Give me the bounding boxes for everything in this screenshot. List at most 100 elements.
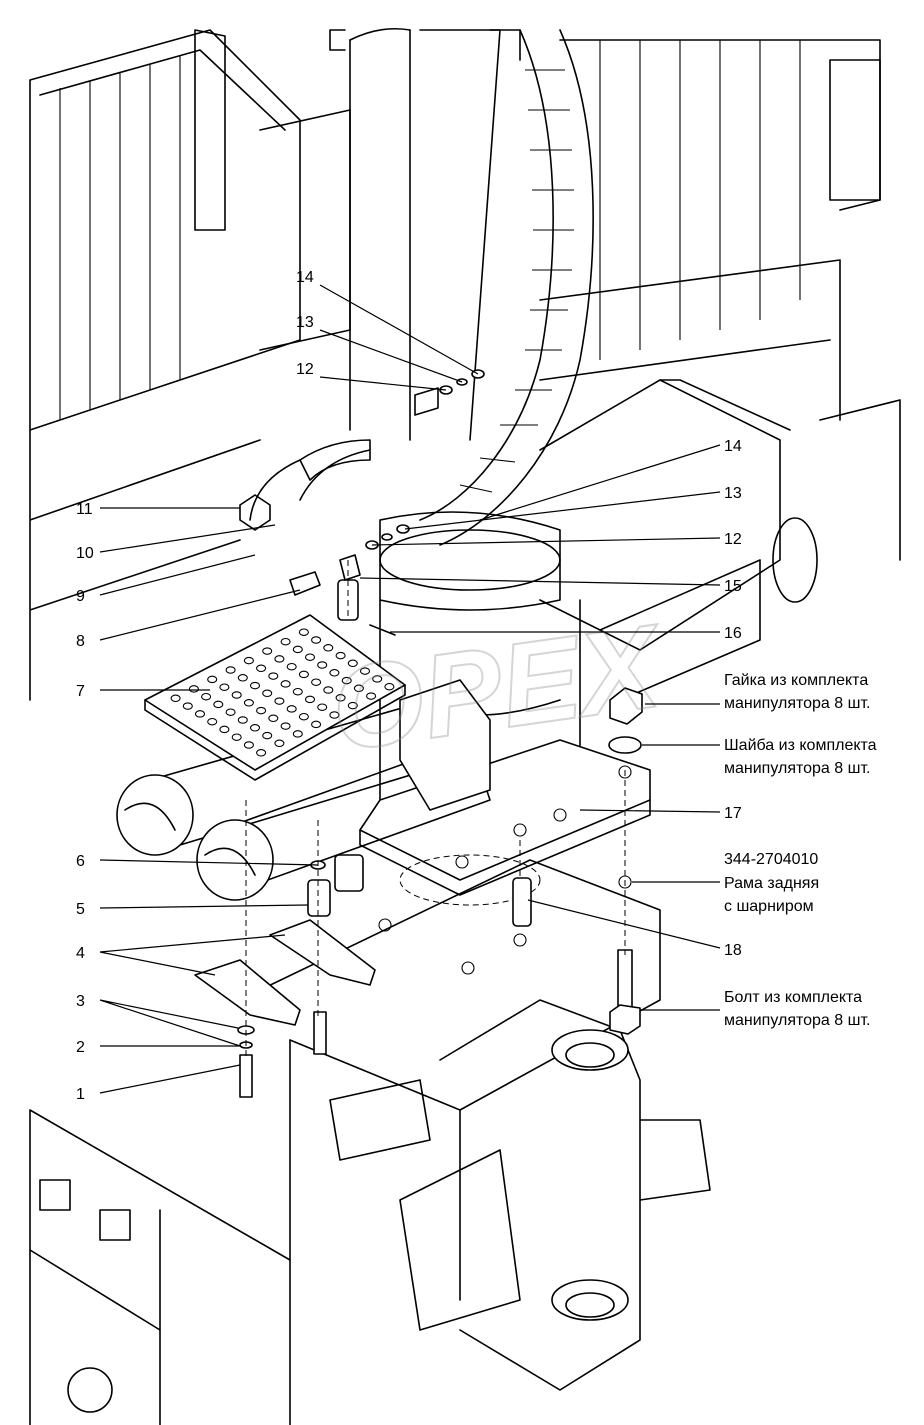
platform-hole bbox=[256, 706, 267, 715]
platform-hole bbox=[207, 675, 218, 684]
platform-hole bbox=[256, 749, 267, 757]
cable-drag-chain bbox=[419, 29, 594, 546]
callout-1: 1 bbox=[76, 1086, 85, 1103]
platform-hole bbox=[292, 730, 303, 738]
callout-3: 3 bbox=[76, 993, 85, 1010]
platform-hole bbox=[262, 689, 273, 698]
nut-note-line1: Гайка из комплекта bbox=[724, 672, 868, 689]
platform-hole bbox=[286, 662, 297, 671]
platform-hole bbox=[359, 667, 371, 675]
platform-hole bbox=[274, 739, 285, 748]
platform-hole bbox=[274, 697, 285, 705]
callout-4: 4 bbox=[76, 945, 85, 962]
platform-hole bbox=[304, 653, 316, 661]
platform-hole bbox=[317, 703, 328, 711]
callout-18: 18 bbox=[724, 942, 742, 959]
bolt-note-line1: Болт из комплекта bbox=[724, 989, 862, 1006]
callout-2: 2 bbox=[76, 1039, 85, 1056]
hydraulic-cylinders bbox=[116, 679, 491, 901]
platform-hole bbox=[335, 694, 346, 702]
callout-12-top: 12 bbox=[296, 361, 314, 378]
platform-hole bbox=[298, 712, 309, 721]
platform-hole bbox=[329, 669, 340, 677]
callout-6: 6 bbox=[76, 853, 85, 870]
slewing-motor-housing bbox=[539, 379, 818, 701]
frame-note-line1: Рама задняя bbox=[724, 875, 819, 892]
rear-frame-with-hinge bbox=[29, 854, 661, 1425]
platform-hole bbox=[335, 651, 346, 660]
platform-hole bbox=[323, 644, 334, 652]
callout-11: 11 bbox=[76, 501, 93, 518]
callouts-right: 14 13 12 15 16 Гайка из комплекта манипу… bbox=[724, 438, 877, 1029]
callout-14-top: 14 bbox=[296, 269, 314, 286]
platform-hole bbox=[292, 645, 303, 654]
platform-hole bbox=[231, 733, 242, 741]
callout-8: 8 bbox=[76, 633, 85, 650]
callout-12-right: 12 bbox=[724, 531, 742, 548]
platform-hole bbox=[249, 724, 261, 732]
platform-hole bbox=[243, 699, 254, 707]
platform-hole bbox=[225, 666, 236, 674]
platform-hole bbox=[182, 702, 193, 710]
callout-10: 10 bbox=[76, 545, 94, 562]
frame-note-line2: с шарниром bbox=[724, 898, 814, 915]
callout-13-right: 13 bbox=[724, 485, 742, 502]
callouts-left: 14 13 12 11 10 9 8 7 6 5 4 3 2 1 bbox=[76, 269, 314, 1103]
platform-hole bbox=[304, 695, 316, 704]
leader-lines bbox=[99, 284, 721, 1094]
platform-hole bbox=[207, 717, 218, 726]
bolt-note-line2: манипулятора 8 шт. bbox=[724, 1012, 870, 1029]
platform-hole bbox=[237, 674, 248, 682]
platform-hole bbox=[323, 686, 334, 694]
callout-9: 9 bbox=[76, 588, 85, 605]
platform-hole bbox=[249, 681, 261, 690]
platform-hole bbox=[298, 670, 309, 679]
platform-hole bbox=[280, 637, 291, 646]
base-flange-plate bbox=[359, 739, 651, 896]
callout-5: 5 bbox=[76, 901, 85, 918]
platform-hole bbox=[243, 656, 254, 665]
cab-railings bbox=[29, 29, 901, 701]
platform-hole bbox=[237, 716, 248, 724]
platform-hole bbox=[262, 647, 273, 655]
platform-hole bbox=[311, 720, 322, 729]
platform-hole bbox=[225, 708, 236, 716]
hinge-knuckle bbox=[329, 999, 711, 1391]
platform-hole bbox=[298, 628, 309, 636]
platform-hole bbox=[194, 710, 206, 718]
platform-hole bbox=[311, 636, 322, 644]
platform-hole bbox=[384, 682, 395, 691]
platform-hole bbox=[280, 722, 291, 730]
nut-note-line2: манипулятора 8 шт. bbox=[724, 695, 870, 712]
platform-hole bbox=[341, 676, 352, 685]
platform-hole bbox=[280, 680, 291, 688]
platform-hole bbox=[286, 705, 297, 713]
platform-hole bbox=[311, 678, 322, 686]
platform-hole bbox=[243, 741, 254, 749]
platform-hole bbox=[274, 655, 285, 663]
platform-hole bbox=[219, 725, 230, 734]
platform-hole bbox=[372, 675, 383, 683]
platform-hole bbox=[262, 731, 273, 740]
platform-hole bbox=[219, 683, 230, 691]
platform-hole bbox=[317, 661, 328, 669]
callout-16: 16 bbox=[724, 625, 742, 642]
platform-hole bbox=[201, 692, 212, 701]
callout-14-right: 14 bbox=[724, 438, 742, 455]
callout-17: 17 bbox=[724, 805, 742, 822]
platform-hole bbox=[188, 685, 199, 693]
platform-hole bbox=[292, 687, 303, 696]
frame-code: 344-2704010 bbox=[724, 851, 818, 868]
crane-column bbox=[329, 27, 521, 441]
platform-hole bbox=[347, 701, 358, 710]
platform-hole bbox=[268, 714, 279, 723]
platform-hole bbox=[347, 659, 358, 668]
platform-hole bbox=[366, 692, 377, 700]
washer-note-line1: Шайба из комплекта bbox=[724, 737, 877, 754]
platform-hole bbox=[329, 711, 340, 719]
platform-hole bbox=[353, 684, 364, 693]
callout-13-top: 13 bbox=[296, 314, 314, 331]
platform-hole bbox=[231, 691, 242, 699]
platform-hole bbox=[268, 672, 279, 680]
